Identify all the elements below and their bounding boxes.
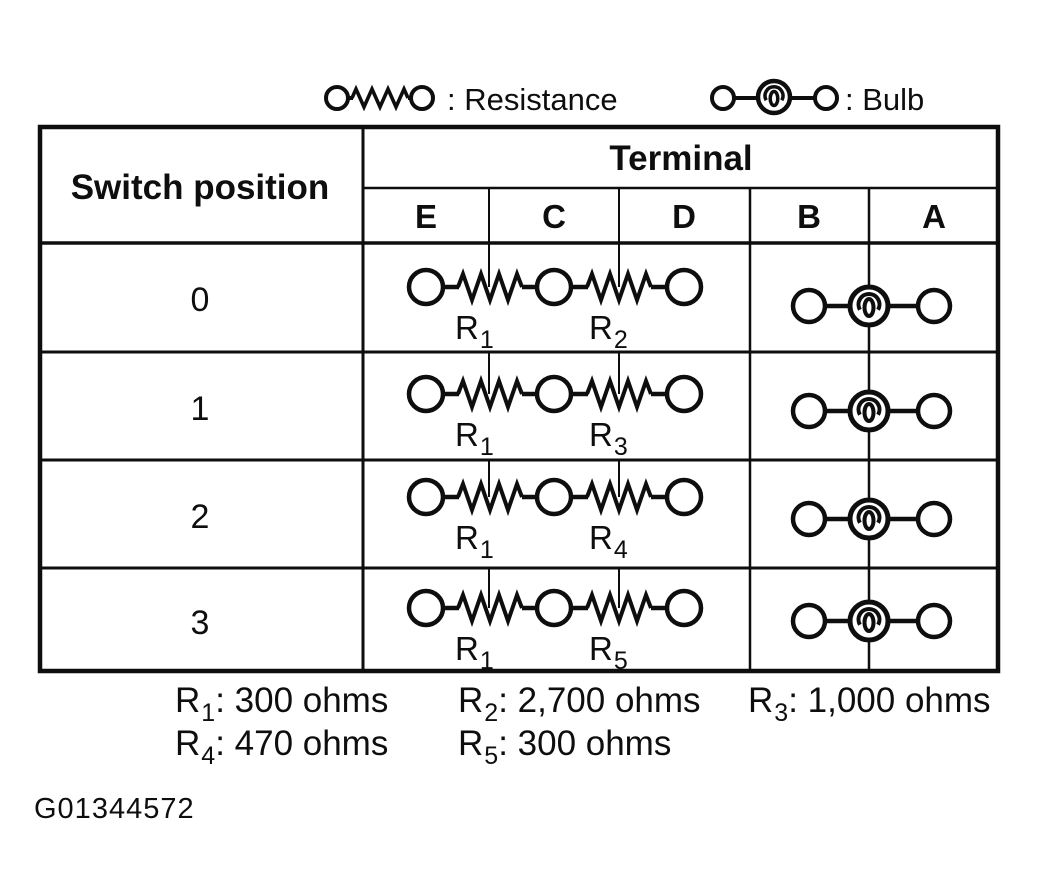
bulb-link-icon [793, 500, 950, 538]
resistor-label: R1 [455, 519, 494, 564]
switch-position-value: 3 [191, 604, 210, 642]
resistor-value: R4: 470 ohms [175, 724, 388, 770]
switch-position-header: Switch position [71, 168, 330, 207]
resistor-values-notes: R1: 300 ohms R2: 2,700 ohms R3: 1,000 oh… [175, 681, 991, 770]
resistor-chain-icon [409, 270, 701, 304]
terminal-col-e: E [415, 198, 437, 235]
resistor-label: R2 [589, 309, 628, 354]
resistor-value: R2: 2,700 ohms [458, 681, 701, 727]
table-row: 1 R1 R3 [191, 377, 950, 461]
resistor-value: R1: 300 ohms [175, 681, 388, 727]
table-header: Switch position Terminal E C D B A [71, 139, 946, 235]
terminal-col-b: B [797, 198, 821, 235]
figure-code: G01344572 [34, 793, 195, 825]
bulb-link-icon [793, 392, 950, 430]
terminal-col-d: D [672, 198, 696, 235]
legend-resistance-label: : Resistance [447, 82, 618, 117]
resistance-symbol-icon [324, 84, 435, 112]
bulb-symbol-icon [710, 78, 839, 116]
bulb-link-icon [793, 287, 950, 325]
resistor-label: R4 [589, 519, 628, 564]
switch-position-value: 2 [191, 498, 210, 536]
terminal-col-c: C [542, 198, 566, 235]
resistor-value: R3: 1,000 ohms [748, 681, 991, 727]
table-grid [37, 124, 1001, 674]
switch-position-value: 0 [191, 281, 210, 319]
resistor-label: R1 [455, 630, 494, 675]
resistor-chain-icon [409, 591, 701, 625]
table-row: 3 R1 R5 [191, 591, 950, 675]
terminal-header: Terminal [609, 139, 752, 178]
resistor-label: R5 [589, 630, 628, 675]
resistor-chain-icon [409, 377, 701, 411]
resistor-label: R3 [589, 416, 628, 461]
table-row: 2 R1 R4 [191, 480, 950, 564]
switch-position-value: 1 [191, 390, 210, 428]
table-outer-border [37, 124, 1001, 674]
resistor-label: R1 [455, 416, 494, 461]
resistor-chain-icon [409, 480, 701, 514]
terminal-col-a: A [922, 198, 946, 235]
resistor-label: R1 [455, 309, 494, 354]
legend-bulb-label: : Bulb [845, 82, 924, 117]
resistor-value: R5: 300 ohms [458, 724, 671, 770]
table-row: 0 R1 R2 [191, 270, 950, 354]
bulb-link-icon [793, 602, 950, 640]
legend: : Resistance : Bulb [324, 78, 924, 117]
